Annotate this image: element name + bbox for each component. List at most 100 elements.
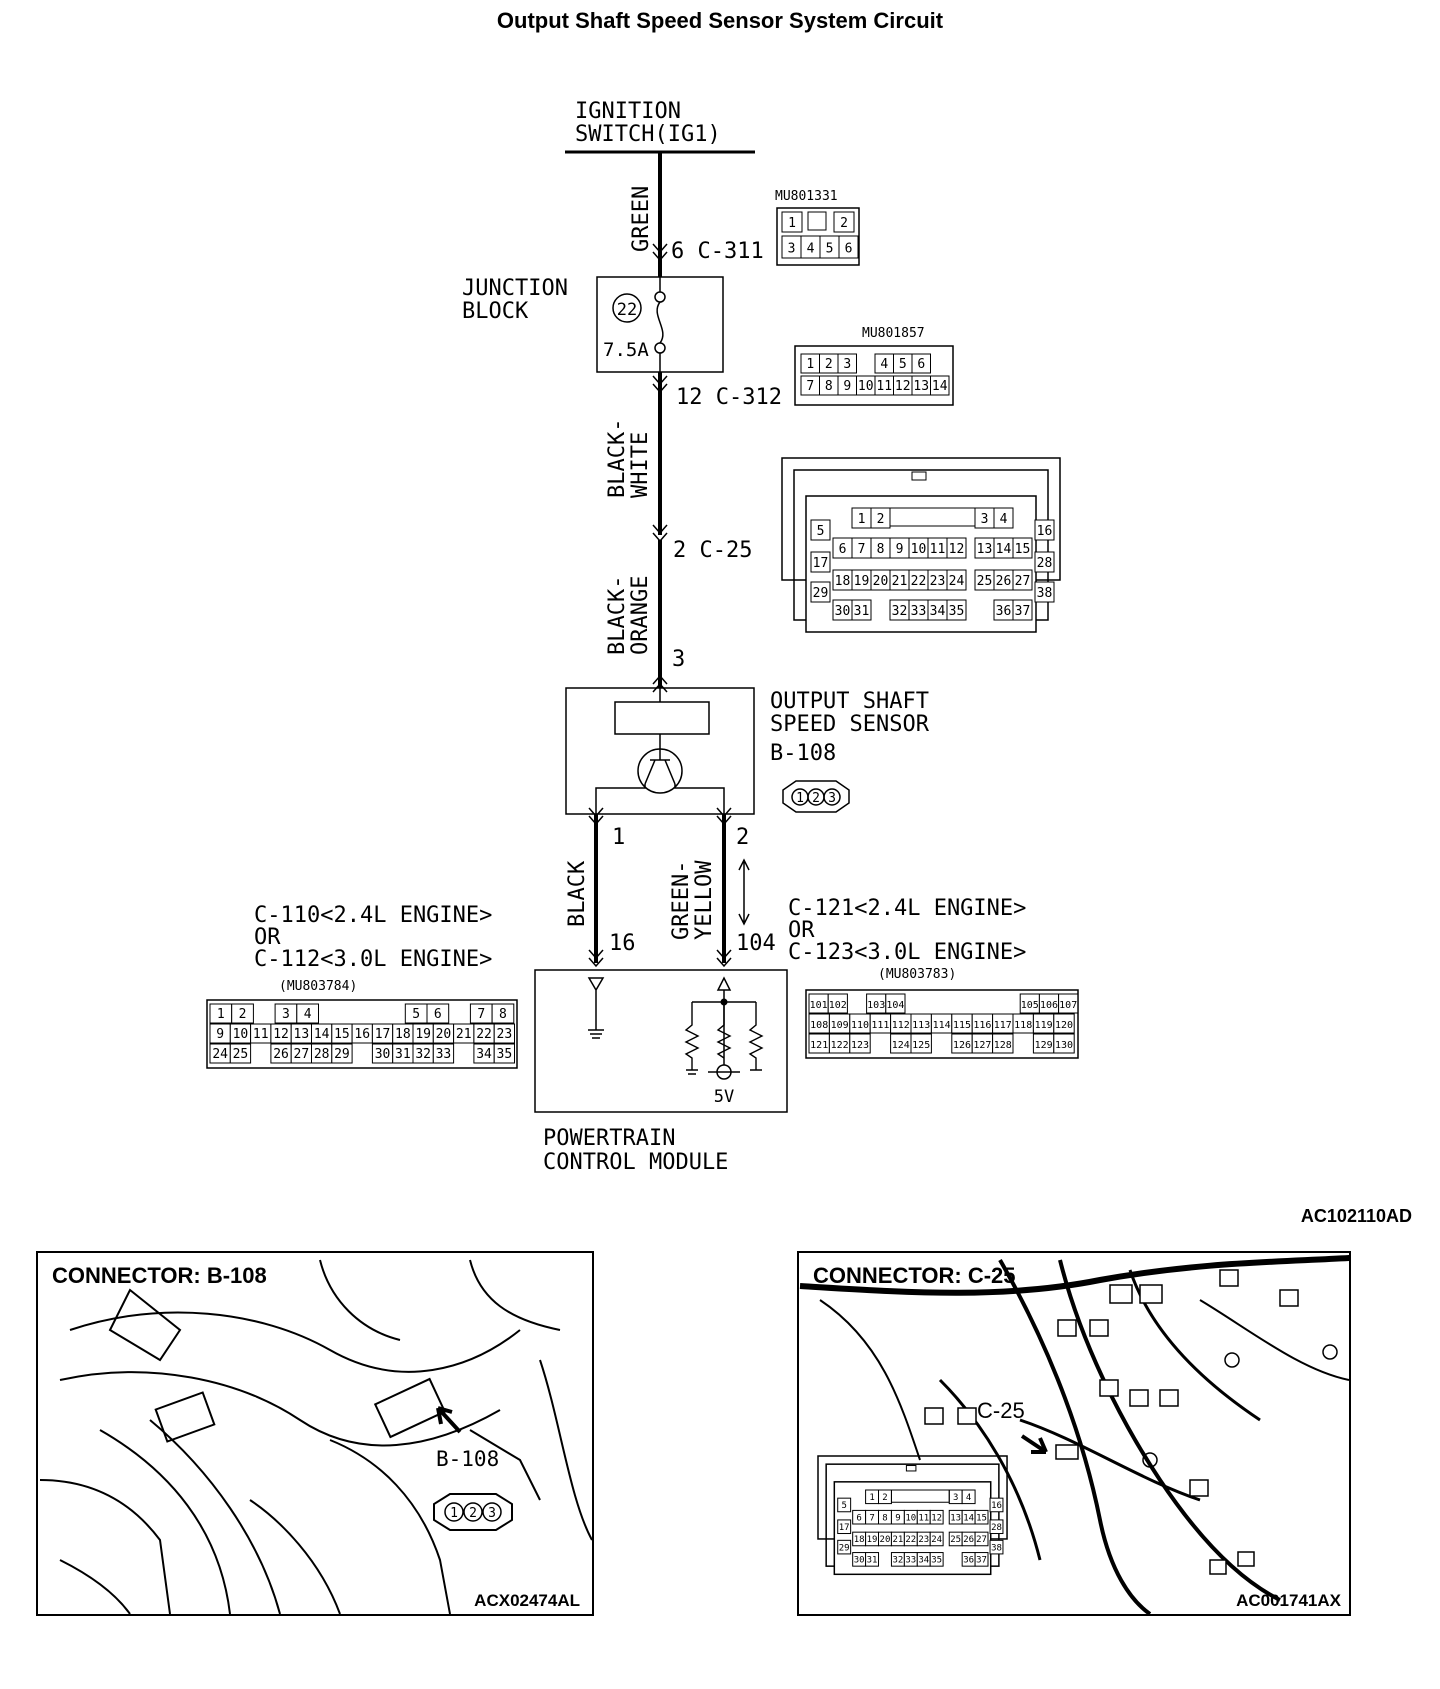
mu801857-pin-label: 4 xyxy=(880,357,888,372)
mu803784-row3-cell-4: 27 xyxy=(290,1043,313,1064)
connector-mark-c312 xyxy=(652,375,668,394)
svg-text:35: 35 xyxy=(931,1556,942,1566)
mu803784-row3-cell-10: 32 xyxy=(412,1043,434,1064)
mu803783-pin-label: 128 xyxy=(994,1040,1012,1051)
mu803783-row1-cell-12: 106 xyxy=(1038,993,1060,1014)
svg-text:36: 36 xyxy=(963,1556,974,1566)
svg-text:1: 1 xyxy=(788,216,796,231)
photo-c25-code: AC001741AX xyxy=(1236,1591,1342,1610)
mu803783-row1-cell-0: 101 xyxy=(808,993,829,1014)
svg-text:6: 6 xyxy=(839,542,847,557)
svg-text:30: 30 xyxy=(854,1556,865,1566)
pin-label-c25: 2 C-25 xyxy=(673,538,752,563)
mu803784-pin-label: 20 xyxy=(436,1027,452,1042)
mu803784-pin-label: 7 xyxy=(477,1007,485,1022)
ignition-label-line1: IGNITION xyxy=(575,99,681,124)
svg-text:4: 4 xyxy=(1000,512,1008,527)
wire-label-black: BLACK xyxy=(565,860,590,927)
mu803783-pin-label: 123 xyxy=(851,1040,869,1051)
wire-label-green: GREEN xyxy=(629,186,654,252)
svg-text:13: 13 xyxy=(977,542,993,557)
mu803783-row2-cell-11: 119 xyxy=(1032,1013,1055,1034)
svg-text:2: 2 xyxy=(840,216,848,231)
mu803784-row2-cell-5: 14 xyxy=(311,1023,333,1044)
mu803783-pin-label: 103 xyxy=(867,1000,885,1011)
mu801857-pin-label: 6 xyxy=(917,357,925,372)
mu801857-pin-label: 13 xyxy=(913,379,929,394)
mu803783-row1-cell-4: 104 xyxy=(885,993,906,1014)
connector-mark-sensor-sig xyxy=(716,807,732,826)
mu803783-row3-cell-12: 130 xyxy=(1053,1033,1075,1054)
mu803784-pin-label: 17 xyxy=(375,1027,391,1042)
svg-text:31: 31 xyxy=(867,1556,878,1566)
svg-text:8: 8 xyxy=(882,1513,887,1523)
mu803783-row3-cell-4: 124 xyxy=(890,1033,912,1054)
mu801857-row2-cell-0: 7 xyxy=(800,375,820,396)
wire-label-green-yellow-1: GREEN- xyxy=(669,861,694,940)
sensor-label-line1: OUTPUT SHAFT xyxy=(770,689,929,714)
sensor-internal-wiring xyxy=(595,784,725,814)
svg-text:16: 16 xyxy=(1037,524,1053,539)
mu803784-row3-cell-1: 25 xyxy=(229,1043,252,1064)
svg-text:12: 12 xyxy=(949,542,965,557)
mu803783-row1-cell-1: 102 xyxy=(827,993,848,1014)
svg-text:2: 2 xyxy=(469,1506,477,1521)
sensor-connector-id: B-108 xyxy=(770,741,836,766)
svg-text:32: 32 xyxy=(892,604,908,619)
connector-mark-sensor-gnd xyxy=(588,807,604,826)
svg-text:15: 15 xyxy=(976,1513,987,1523)
junction-block-label-line1: JUNCTION xyxy=(462,276,568,301)
svg-text:23: 23 xyxy=(918,1535,929,1545)
svg-text:3: 3 xyxy=(981,512,989,527)
mu803784-row3-cell-3: 26 xyxy=(270,1043,292,1064)
mu801857-row2-cell-6: 13 xyxy=(911,375,931,396)
mu803784-pin-label: 30 xyxy=(375,1047,391,1062)
mu801857-row2-cell-7: 14 xyxy=(930,375,950,396)
svg-text:2: 2 xyxy=(882,1493,887,1503)
mu803783-row3-cell-2: 123 xyxy=(849,1033,871,1054)
mu801857-pin-label: 9 xyxy=(843,379,851,394)
svg-text:12: 12 xyxy=(931,1513,942,1523)
mu803783-row3-cell-0: 121 xyxy=(808,1033,830,1054)
svg-text:18: 18 xyxy=(854,1535,865,1545)
pcm-right-connector-label-2: OR xyxy=(788,918,815,943)
mu801331-row2-cell-2: 5 xyxy=(819,235,840,259)
mu803783-pin-label: 114 xyxy=(933,1020,951,1031)
svg-text:11: 11 xyxy=(918,1513,929,1523)
svg-text:3: 3 xyxy=(828,791,836,806)
mu803784-pin-label: 4 xyxy=(304,1007,312,1022)
mu803784-row2-cell-4: 13 xyxy=(290,1023,313,1044)
pcm-signal-input-symbol xyxy=(716,976,732,991)
pcm-right-connector-label-3: C-123<3.0L ENGINE> xyxy=(788,940,1026,965)
svg-text:7: 7 xyxy=(858,542,866,557)
mu803783-row3-cell-1: 122 xyxy=(828,1033,851,1054)
svg-text:7: 7 xyxy=(869,1513,874,1523)
svg-text:17: 17 xyxy=(839,1523,850,1533)
sensor-transistor-legs xyxy=(644,759,676,785)
svg-text:21: 21 xyxy=(892,1535,903,1545)
mu803784-row1-cell-12: 7 xyxy=(469,1003,493,1024)
figure-code: AC102110AD xyxy=(1301,1206,1412,1226)
svg-text:27: 27 xyxy=(1015,574,1031,589)
mu803783-pin-label: 104 xyxy=(886,1000,904,1011)
svg-text:28: 28 xyxy=(991,1523,1002,1533)
svg-text:15: 15 xyxy=(1015,542,1031,557)
mu803784-row2-cell-9: 18 xyxy=(392,1023,414,1044)
wire-label-black-white-2: WHITE xyxy=(628,432,653,498)
svg-text:28: 28 xyxy=(1037,556,1053,571)
mu803783-row3-cell-11: 129 xyxy=(1032,1033,1055,1054)
mu801857-pin-label: 11 xyxy=(876,379,892,394)
connector-mark-sensor-feed xyxy=(652,674,668,693)
svg-text:10: 10 xyxy=(905,1513,916,1523)
mu803783-row3-cell-8: 127 xyxy=(971,1033,994,1054)
photo-b108-code: ACX02474AL xyxy=(474,1591,580,1610)
svg-text:5: 5 xyxy=(817,524,825,539)
mu803783-pin-label: 106 xyxy=(1040,1000,1058,1011)
svg-text:8: 8 xyxy=(877,542,885,557)
mu801857-row1-cell-5: 5 xyxy=(893,353,913,374)
svg-text:26: 26 xyxy=(996,574,1012,589)
fuse-element xyxy=(656,301,664,344)
mu803783-pin-label: 109 xyxy=(831,1020,849,1031)
pin-label-pcm-sig: 104 xyxy=(736,931,776,956)
